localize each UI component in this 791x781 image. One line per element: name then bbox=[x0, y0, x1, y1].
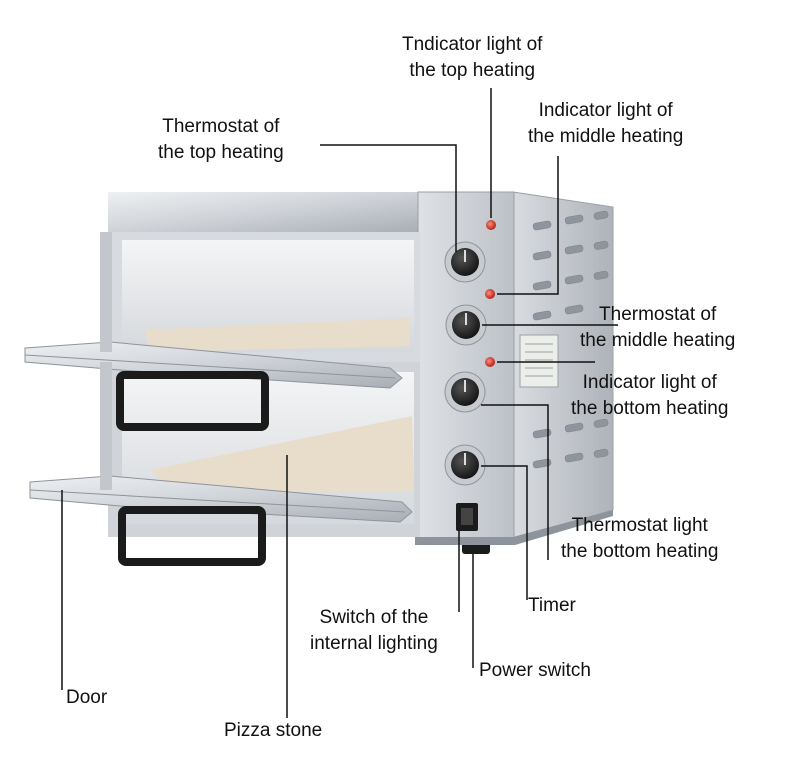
cabinet-top-front bbox=[108, 192, 420, 232]
cabinet-base bbox=[415, 510, 613, 545]
leader-top-thermostat bbox=[320, 144, 457, 252]
label-power-switch: Power switch bbox=[479, 660, 591, 681]
side-vents bbox=[532, 210, 609, 469]
upper-door bbox=[24, 232, 403, 431]
internal-lighting-switch-rocker bbox=[461, 508, 473, 525]
label-middle-indicator: Indicator light of the middle heating bbox=[528, 100, 684, 147]
label-top-thermostat: Thermostat of the top heating bbox=[158, 116, 284, 163]
top-thermostat-knob[interactable] bbox=[444, 241, 486, 283]
upper-pizza-stone bbox=[145, 318, 410, 352]
label-pizza-stone: Pizza stone bbox=[224, 720, 323, 741]
label-lighting-switch: Switch of the internal lighting bbox=[310, 607, 438, 654]
label-door: Door bbox=[66, 687, 108, 708]
middle-indicator-light bbox=[485, 289, 495, 299]
lower-door bbox=[29, 362, 413, 566]
timer-knob[interactable] bbox=[444, 444, 486, 486]
bottom-thermostat-knob[interactable] bbox=[444, 371, 486, 413]
leader-bottom-thermostat bbox=[481, 404, 549, 560]
leader-middle-indicator bbox=[497, 156, 559, 295]
label-bottom-indicator: Indicator light of the bottom heating bbox=[571, 372, 729, 419]
rating-plate bbox=[519, 334, 559, 388]
lower-pizza-stone bbox=[150, 416, 414, 492]
rating-plate-lines bbox=[525, 343, 553, 377]
leader-lines bbox=[61, 88, 618, 718]
bottom-indicator-light bbox=[485, 357, 495, 367]
label-middle-thermostat: Thermostat of the middle heating bbox=[580, 304, 736, 351]
middle-thermostat-knob[interactable] bbox=[445, 304, 487, 346]
label-timer: Timer bbox=[528, 595, 576, 616]
label-bottom-thermostat: Thermostat light the bottom heating bbox=[561, 515, 719, 562]
leader-timer bbox=[481, 465, 528, 600]
top-indicator-light bbox=[486, 220, 496, 230]
label-top-indicator: Tndicator light of the top heating bbox=[402, 34, 543, 81]
